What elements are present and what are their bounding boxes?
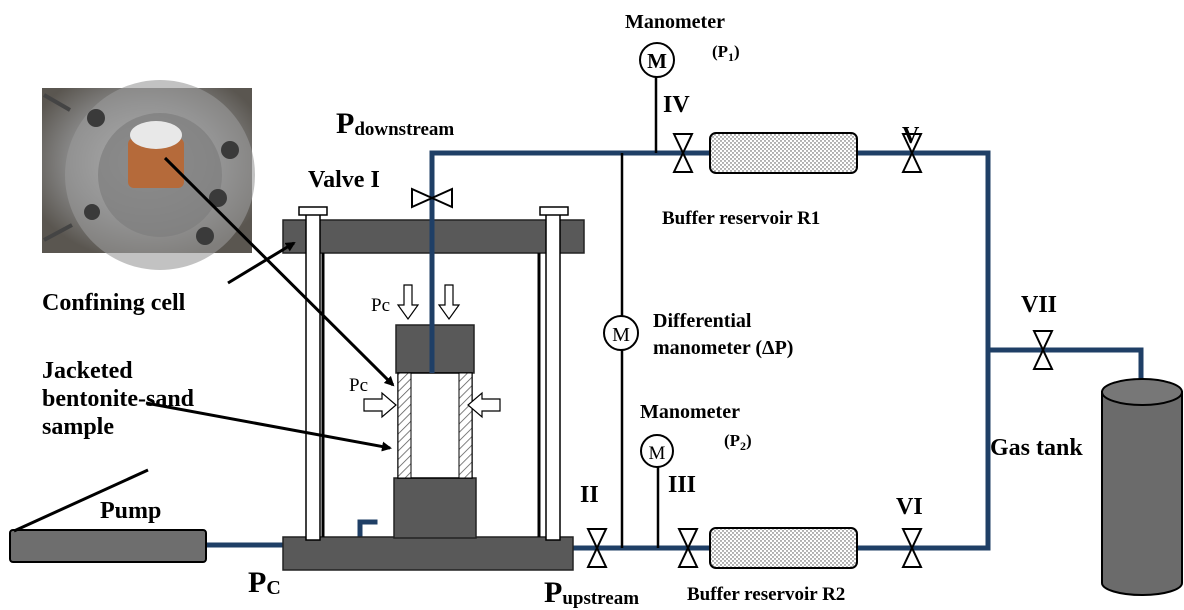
buffer-reservoir-r2: [710, 528, 857, 568]
manometer-p1-label: Manometer: [625, 11, 725, 33]
p2-label: (P2): [724, 431, 752, 453]
buffer-r1-label: Buffer reservoir R1: [662, 208, 820, 229]
manometer-p1-gauge: M: [640, 43, 674, 77]
valve-i-label: Valve I: [308, 167, 380, 193]
pc-bottom-label: PC: [248, 566, 281, 599]
gas-tank: [1102, 379, 1182, 595]
valve-vi-label: VI: [896, 494, 923, 520]
gas-tank-label: Gas tank: [990, 435, 1083, 461]
pump-label: Pump: [100, 498, 161, 524]
confining-cell-label: Confining cell: [42, 290, 186, 316]
valve-iii-label: III: [668, 472, 696, 498]
buffer-r2-label: Buffer reservoir R2: [687, 584, 845, 605]
valve-v-label: V: [902, 123, 920, 149]
p-downstream-label: Pdownstream: [336, 107, 454, 140]
manometer-p2-label: Manometer: [640, 401, 740, 423]
p1-label: (P1): [712, 42, 740, 64]
valve-ii-label: II: [580, 482, 599, 508]
pc-side-label: Pc: [349, 375, 368, 396]
p-upstream-label: Pupstream: [544, 576, 639, 609]
valve-vii-label: VII: [1021, 292, 1057, 318]
manometer-p2-gauge: M: [641, 435, 673, 467]
valve-iv-label: IV: [663, 92, 690, 118]
differential-manometer-label: Differential manometer (ΔP): [653, 310, 793, 359]
svg-text:M: M: [612, 324, 630, 346]
jacketed-sample-label: Jacketed bentonite-sand sample: [42, 358, 200, 440]
manometer-lines: [622, 60, 658, 548]
pc-top-label: Pc: [371, 295, 390, 316]
differential-manometer-gauge: M: [604, 316, 638, 350]
sample-photo: [42, 80, 255, 270]
svg-text:M: M: [649, 443, 666, 464]
svg-text:M: M: [647, 49, 667, 73]
buffer-reservoir-r1: [710, 133, 857, 173]
